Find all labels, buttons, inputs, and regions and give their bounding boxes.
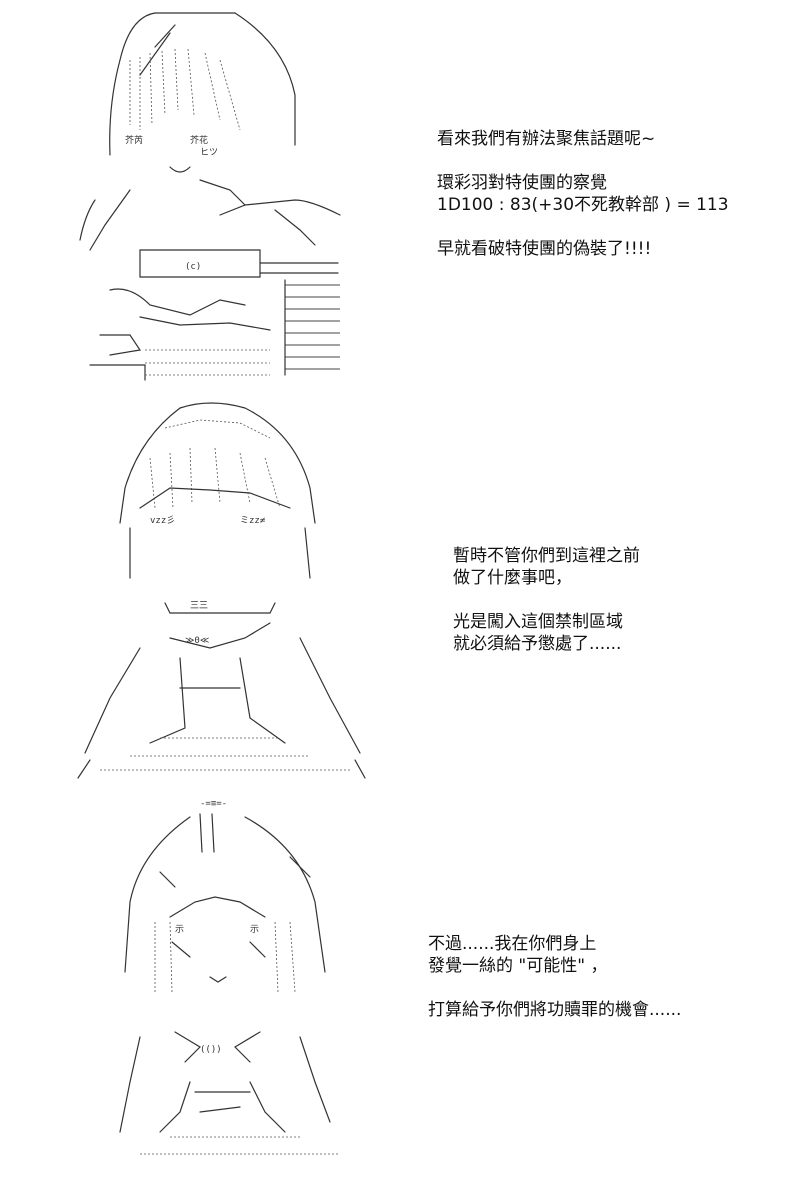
dialog-line: 打算給予你們將功贖罪的機會......: [428, 1000, 682, 1020]
dialog-line: 不過......我在你們身上: [428, 934, 597, 954]
dialog-paragraph: 不過......我在你們身上 發覺一絲的 "可能性" ，: [428, 933, 681, 977]
face-mouth: 三三: [190, 601, 208, 611]
dialog-line: 環彩羽對特使團的察覺: [437, 173, 607, 193]
ascii-art-drawing-2: vzz彡 ミzz≠ 三三 ≫0≪: [77, 402, 366, 779]
face-eye-right: ミzz≠: [240, 516, 266, 526]
dialog-line: 早就看破特使團的偽裝了!!!!: [437, 239, 652, 259]
ascii-art-character-1: 芥芮 芥花 ヒツ (c): [70, 5, 360, 390]
dialog-paragraph: 早就看破特使團的偽裝了!!!!: [437, 238, 729, 260]
face-eye-left: vzz彡: [150, 515, 175, 526]
dialog-paragraph: 看來我們有辦法聚焦話題呢~: [437, 128, 729, 150]
dialog-paragraph: 暫時不管你們到這裡之前 做了什麼事吧，: [453, 545, 640, 589]
dialog-line: 就必須給予懲處了......: [453, 634, 622, 654]
panel-1: 芥芮 芥花 ヒツ (c): [0, 0, 800, 395]
ascii-art-drawing-3: -=≡=- 示 示 (()): [119, 799, 340, 1155]
face-eye-left: 芥芮: [125, 134, 143, 146]
ascii-art-character-2: vzz彡 ミzz≠ 三三 ≫0≪: [70, 398, 370, 783]
dialog-line: 1D100 : 83(+30不死教幹部 ) = 113: [437, 195, 729, 215]
face-eye-right: 芥花: [190, 134, 208, 146]
dialog-line: 光是闖入這個禁制區域: [453, 612, 623, 632]
panel-2: vzz彡 ミzz≠ 三三 ≫0≪ 暫時不管你們到這裡之前 做了什麼事吧: [0, 395, 800, 790]
dialog-block-3: 不過......我在你們身上 發覺一絲的 "可能性" ， 打算給予你們將功贖罪的…: [428, 933, 681, 1021]
dialog-line: 發覺一絲的 "可能性" ，: [428, 956, 608, 976]
face-eye-left: 示: [175, 925, 184, 935]
dialog-line: 暫時不管你們到這裡之前: [453, 546, 640, 566]
ascii-art-character-3: -=≡=- 示 示 (()): [100, 792, 370, 1164]
hair-ornament: -=≡=-: [200, 799, 227, 809]
face-eye-right: 示: [250, 925, 259, 935]
dialog-paragraph: 光是闖入這個禁制區域 就必須給予懲處了......: [453, 611, 640, 655]
dialog-block-1: 看來我們有辦法聚焦話題呢~ 環彩羽對特使團的察覺 1D100 : 83(+30不…: [437, 128, 729, 260]
dialog-line: 看來我們有辦法聚焦話題呢~: [437, 129, 656, 149]
ascii-art-drawing-1: 芥芮 芥花 ヒツ (c): [79, 12, 341, 381]
svg-text:(c): (c): [185, 262, 201, 272]
collar-mark: ≫0≪: [185, 636, 209, 646]
face-cheek: ヒツ: [200, 147, 218, 158]
panel-3: -=≡=- 示 示 (()): [0, 790, 800, 1200]
dialog-paragraph: 打算給予你們將功贖罪的機會......: [428, 999, 681, 1021]
dialog-block-2: 暫時不管你們到這裡之前 做了什麼事吧， 光是闖入這個禁制區域 就必須給予懲處了.…: [453, 545, 640, 655]
dialog-paragraph: 環彩羽對特使團的察覺 1D100 : 83(+30不死教幹部 ) = 113: [437, 172, 729, 216]
neck-bow: (()): [200, 1045, 222, 1055]
dialog-line: 做了什麼事吧，: [453, 568, 572, 588]
